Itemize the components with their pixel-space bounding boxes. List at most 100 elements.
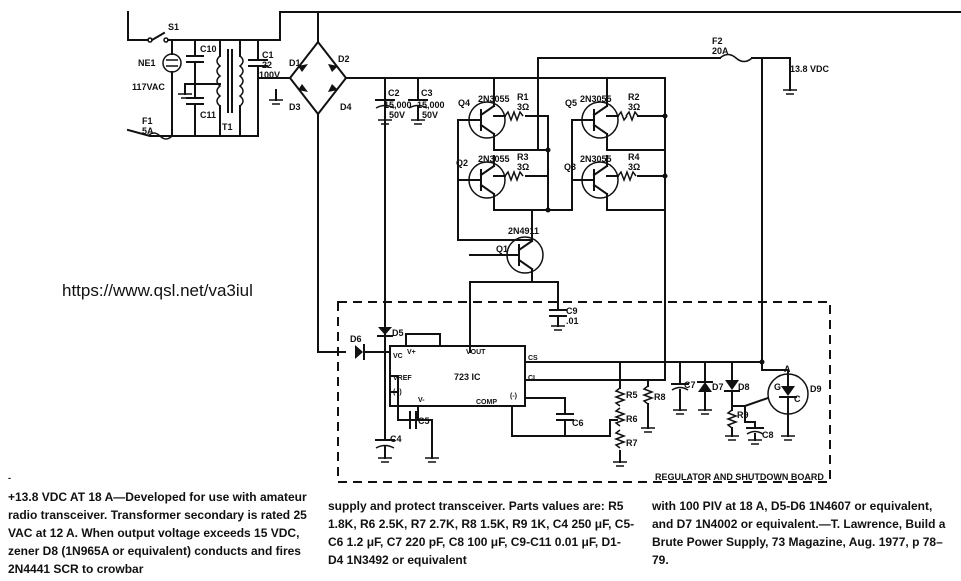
c1-label: C1 <box>262 50 274 60</box>
c1-value-1: 22 <box>262 60 272 70</box>
d1-label: D1 <box>289 58 301 68</box>
d8-label: D8 <box>738 382 750 392</box>
r8-label: R8 <box>654 392 666 402</box>
diode-d2 <box>328 64 338 72</box>
ne1-label: NE1 <box>138 58 156 68</box>
d7-label: D7 <box>712 382 724 392</box>
caption-column-1: +13.8 VDC AT 18 A—Developed for use with… <box>8 490 307 576</box>
q3-label: Q3 <box>564 162 576 172</box>
diode-d3 <box>298 84 308 92</box>
resistor-r5 <box>613 387 627 407</box>
r4-label: R4 <box>628 152 640 162</box>
pin-cs: CS <box>528 355 538 362</box>
output-voltage-label: 13.8 VDC <box>790 64 830 74</box>
filter-capacitors: C2 15,000 50V C3 15,000 50V <box>375 77 666 331</box>
r4-value: 3Ω <box>628 162 640 172</box>
anode-label: A <box>784 364 791 374</box>
potentiometer-r6 <box>613 407 627 427</box>
resistor-r1 <box>504 109 524 123</box>
c3-label: C3 <box>421 88 433 98</box>
board-label: REGULATOR AND SHUTDOWN BOARD <box>655 472 824 482</box>
d2-label: D2 <box>338 54 350 64</box>
pin-vplus: V+ <box>407 349 416 356</box>
q5-type: 2N3055 <box>580 94 612 104</box>
f1-label: F1 <box>142 116 153 126</box>
q2-type: 2N3055 <box>478 154 510 164</box>
source-url-watermark: https://www.qsl.net/va3iul <box>62 281 253 300</box>
pin-vc: VC <box>393 353 403 360</box>
t1-primary-winding <box>216 55 222 107</box>
regulator-circuit: D5 D6 723 IC VC V+ VOUT VREF (+) V- COMP… <box>350 327 822 467</box>
q4-type: 2N3055 <box>478 94 510 104</box>
neon-lamp-ne1 <box>162 53 182 73</box>
t1-label: T1 <box>222 122 233 132</box>
output-section: F2 20A 13.8 VDC <box>537 36 830 371</box>
resistor-r4 <box>617 169 637 183</box>
resistor-r2 <box>617 110 628 122</box>
q1-label: Q1 <box>496 244 508 254</box>
f2-value: 20A <box>712 46 729 56</box>
r2-label: R2 <box>628 92 640 102</box>
d4-label: D4 <box>340 102 352 112</box>
c9-value: .01 <box>566 316 579 326</box>
c7-label: C7 <box>684 380 696 390</box>
q4-label: Q4 <box>458 98 470 108</box>
r1-value: 3Ω <box>517 102 529 112</box>
r9-label: R9 <box>737 410 749 420</box>
f1-value: 5A <box>142 126 154 136</box>
diode-d4 <box>328 84 338 92</box>
c2-value-1: 15,000 <box>384 100 412 110</box>
c2-value-2: 50V <box>389 110 405 120</box>
f2-label: F2 <box>712 36 723 46</box>
fuse-f2 <box>719 53 753 63</box>
q3-type: 2N3055 <box>580 154 612 164</box>
c3-value-1: 15,000 <box>417 100 445 110</box>
resistor-r3 <box>504 169 524 183</box>
c8-label: C8 <box>762 430 774 440</box>
ic-name: 723 IC <box>454 372 481 382</box>
q5-label: Q5 <box>565 98 577 108</box>
r2-value: 3Ω <box>628 102 640 112</box>
c4-label: C4 <box>390 434 402 444</box>
d5-label: D5 <box>392 328 404 338</box>
diode-d1 <box>298 64 308 72</box>
c2-label: C2 <box>388 88 400 98</box>
zener-d8 <box>725 380 739 390</box>
diode-d7 <box>698 382 712 392</box>
r3-label: R3 <box>517 152 529 162</box>
caption-column-2: supply and protect transceiver. Parts va… <box>328 499 635 567</box>
c5-label: C5 <box>418 416 430 426</box>
r1-label: R1 <box>517 92 529 102</box>
caption-column-3: with 100 PIV at 18 A, D5-D6 1N4607 or eq… <box>652 499 946 567</box>
c11-label: C11 <box>200 110 216 120</box>
resistor-r9 <box>725 409 739 429</box>
pin-vref: VREF <box>393 375 412 382</box>
c1-value-2: 100V <box>259 70 280 80</box>
c6-label: C6 <box>572 418 584 428</box>
regulator-board-outline <box>337 301 831 483</box>
q2-label: Q2 <box>456 158 468 168</box>
cathode-label: C <box>794 394 801 404</box>
s1-label: S1 <box>168 22 179 32</box>
rectifier-section: C1 22 100V D1 D2 D3 D4 <box>239 11 961 353</box>
vac-label: 117VAC <box>132 82 165 92</box>
c9-label: C9 <box>566 306 578 316</box>
pin-vout: VOUT <box>466 349 486 356</box>
pin-minus: (-) <box>510 393 517 400</box>
pin-cl: CL <box>528 375 538 382</box>
resistor-r7 <box>613 429 627 449</box>
r5-label: R5 <box>626 390 638 400</box>
resistor-r8 <box>641 385 655 405</box>
mains-input: S1 NE1 117VAC F1 5A C10 C11 T1 <box>126 11 244 140</box>
pass-transistors: Q4 2N3055 R1 3Ω Q5 2N3055 R2 3Ω Q2 2N305… <box>456 77 668 381</box>
r6-label: R6 <box>626 414 638 424</box>
pin-vminus: V- <box>418 397 425 404</box>
gate-label: G <box>774 382 781 392</box>
r7-label: R7 <box>626 438 638 448</box>
caption-mark: - <box>8 473 11 483</box>
c10-label: C10 <box>200 44 217 54</box>
zener-d6 <box>355 345 363 359</box>
r3-value: 3Ω <box>517 162 529 172</box>
d6-label: D6 <box>350 334 362 344</box>
